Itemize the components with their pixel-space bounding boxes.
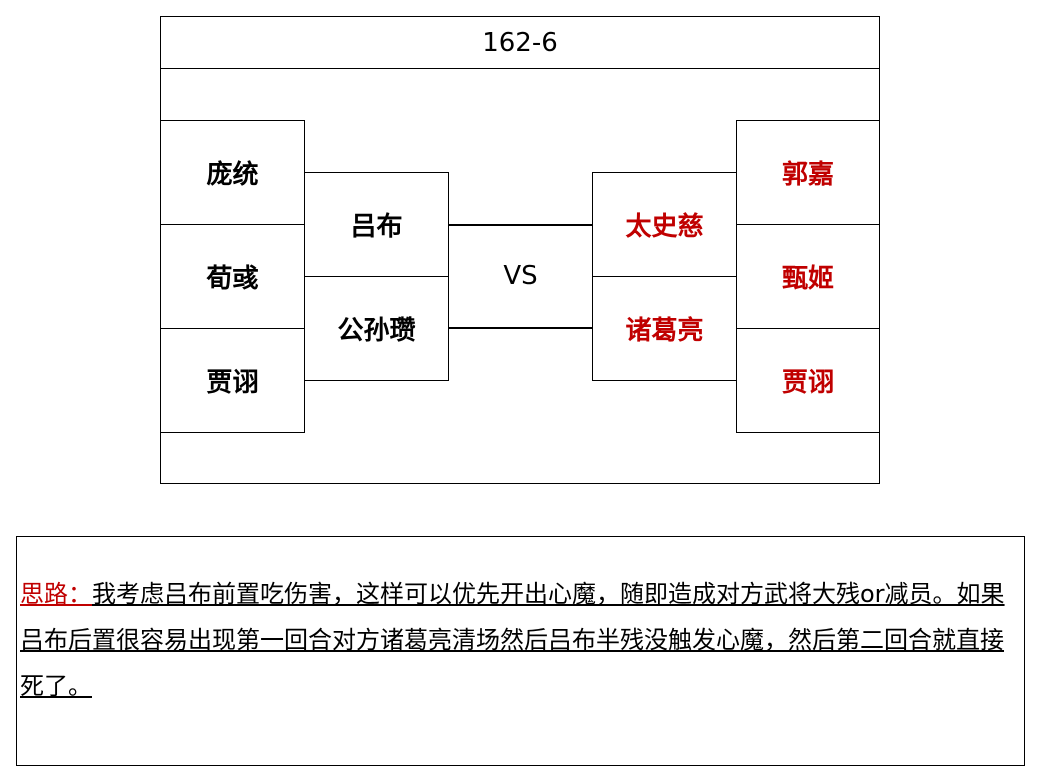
right-outer-cell-2: 甄姬 <box>736 224 880 329</box>
notes-text: 我考虑吕布前置吃伤害，这样可以优先开出心魔，随即造成对方武将大残or减员。如果吕… <box>20 580 1005 700</box>
left-outer-cell-2: 荀彧 <box>160 224 305 329</box>
notes-paragraph: 思路：我考虑吕布前置吃伤害，这样可以优先开出心魔，随即造成对方武将大残or减员。… <box>20 571 1010 709</box>
right-inner-cell-1: 太史慈 <box>592 172 737 277</box>
left-outer-cell-1: 庞统 <box>160 120 305 225</box>
connector-line-top <box>448 224 593 226</box>
right-inner-cell-2: 诸葛亮 <box>592 276 737 381</box>
connector-line-bottom <box>448 327 593 329</box>
notes-label: 思路： <box>20 580 92 608</box>
right-outer-cell-3: 贾诩 <box>736 328 880 433</box>
left-outer-cell-3: 贾诩 <box>160 328 305 433</box>
left-inner-cell-1: 吕布 <box>304 172 449 277</box>
notes-box <box>16 536 1025 766</box>
right-outer-cell-1: 郭嘉 <box>736 120 880 225</box>
left-inner-cell-2: 公孙瓒 <box>304 276 449 381</box>
diagram-title: 162-6 <box>160 16 880 69</box>
vs-label: VS <box>503 261 538 291</box>
